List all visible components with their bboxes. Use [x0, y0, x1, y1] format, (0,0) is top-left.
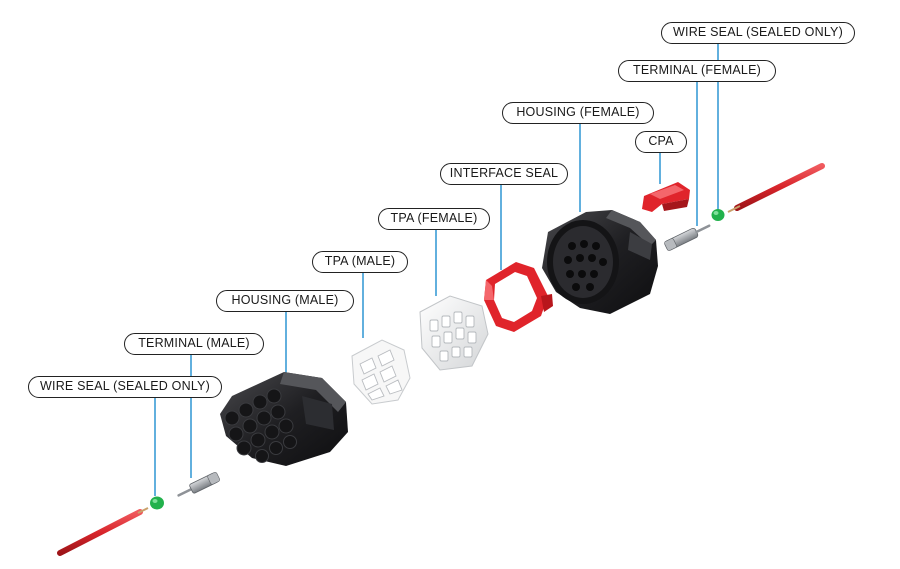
housing-male: [220, 372, 348, 466]
terminal-female: [664, 224, 711, 251]
wire-seal-male: [150, 496, 164, 510]
label-wire-seal-male: WIRE SEAL (SEALED ONLY): [28, 376, 222, 398]
label-wire-seal-female: WIRE SEAL (SEALED ONLY): [661, 22, 855, 44]
tpa-male-part: [351, 339, 411, 405]
wire-female: [727, 163, 825, 213]
housing-female: [542, 210, 658, 314]
label-terminal-male: TERMINAL (MALE): [124, 333, 264, 355]
label-terminal-female: TERMINAL (FEMALE): [618, 60, 776, 82]
tpa-female-part: [419, 295, 489, 371]
terminal-male: [177, 471, 220, 497]
wire-seal-female: [711, 209, 725, 221]
wire-male: [57, 507, 149, 556]
label-housing-female: HOUSING (FEMALE): [502, 102, 654, 124]
cpa-part: [642, 182, 690, 212]
label-housing-male: HOUSING (MALE): [216, 290, 354, 312]
label-interface-seal: INTERFACE SEAL: [440, 163, 568, 185]
label-cpa: CPA: [635, 131, 687, 153]
interface-seal-part: [484, 262, 553, 332]
label-tpa-male: TPA (MALE): [312, 251, 408, 273]
label-tpa-female: TPA (FEMALE): [378, 208, 490, 230]
